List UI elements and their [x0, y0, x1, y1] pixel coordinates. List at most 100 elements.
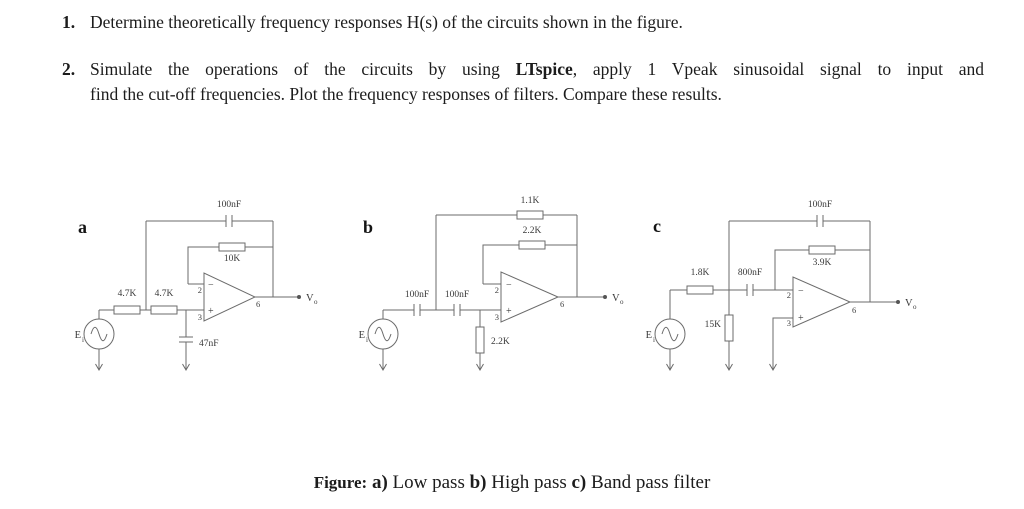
- shunt-cap-value: 47nF: [199, 339, 219, 349]
- source-sub: i: [653, 336, 655, 344]
- task-2-text-part1: Simulate the operations of the circuits …: [90, 59, 516, 79]
- feedback-cap-value: 100nF: [808, 200, 832, 210]
- pin-3-label: 3: [787, 318, 791, 328]
- r1-value: 1.8K: [691, 268, 710, 278]
- opamp-symbol: [500, 271, 560, 323]
- shunt-res-value: 15K: [705, 320, 722, 330]
- plus-sign: +: [506, 306, 512, 317]
- opamp-symbol: [792, 276, 852, 328]
- output-node-dot: [297, 295, 301, 299]
- source-sub: i: [82, 336, 84, 344]
- resistor-symbol: [518, 240, 546, 250]
- ground-icon: [182, 363, 190, 371]
- source-label: E: [75, 330, 81, 341]
- output-node-dot: [603, 295, 607, 299]
- circuit-b: b 1.1K 2.2K 100nF 100nF E i: [359, 196, 624, 371]
- resistor-symbol: [686, 285, 714, 295]
- resistor-symbol: [113, 305, 141, 315]
- series-cap-value: 800nF: [738, 268, 762, 278]
- resistor-symbol: [218, 242, 246, 252]
- feedback-res-value: 3.9K: [813, 258, 832, 268]
- ground-icon: [379, 363, 387, 371]
- inverting-feedback-wire: [187, 246, 273, 285]
- output-label: V: [612, 293, 620, 304]
- caption-c-text: Band pass filter: [591, 472, 711, 493]
- figure-caption: Figure: a) Low pass b) High pass c) Band…: [0, 470, 1024, 496]
- task-1-text: Determine theoretically frequency respon…: [90, 12, 683, 32]
- capacitor-symbol: [816, 215, 824, 227]
- ground-icon: [476, 363, 484, 371]
- r2-value: 4.7K: [155, 289, 174, 299]
- caption-a-text: Low pass: [392, 472, 465, 493]
- resistor-symbol: [808, 245, 836, 255]
- feedback-wire: [145, 220, 274, 310]
- sine-icon: [90, 326, 108, 342]
- ground-icon: [769, 363, 777, 371]
- output-sub: o: [620, 298, 624, 306]
- plus-sign: +: [208, 306, 214, 317]
- feedback-cap-value: 100nF: [217, 200, 241, 210]
- sine-icon: [374, 326, 392, 342]
- circuit-b-label: b: [363, 217, 373, 237]
- sine-icon: [661, 326, 679, 342]
- c2-value: 100nF: [445, 290, 469, 300]
- task-2-line-1: Simulate the operations of the circuits …: [90, 57, 984, 82]
- feedback-res-top-value: 1.1K: [521, 196, 540, 206]
- pin-2-label: 2: [787, 290, 791, 300]
- source-label: E: [359, 330, 365, 341]
- caption-figure-label: Figure:: [313, 473, 368, 492]
- pin-2-label: 2: [495, 285, 499, 295]
- circuit-c-label: c: [653, 216, 661, 236]
- capacitor-symbol: [746, 284, 754, 296]
- output-label: V: [306, 293, 314, 304]
- output-node-dot: [896, 300, 900, 304]
- feedback-res-value: 2.2K: [523, 226, 542, 236]
- capacitor-symbol: [225, 215, 233, 227]
- output-label: V: [905, 298, 913, 309]
- pin-6-label: 6: [852, 305, 856, 315]
- inverting-feedback-wire: [774, 249, 870, 290]
- inverting-feedback-wire: [482, 244, 577, 285]
- caption-b-label: b): [469, 472, 487, 493]
- task-2-ltspice-bold: LTspice: [515, 59, 573, 79]
- resistor-symbol: [516, 210, 544, 220]
- shunt-res-value: 2.2K: [491, 337, 510, 347]
- minus-sign: −: [798, 286, 804, 297]
- pin-6-label: 6: [560, 299, 564, 309]
- task-2-number: 2.: [62, 59, 76, 79]
- resistor-symbol: [724, 314, 734, 342]
- feedback-wire: [728, 220, 871, 302]
- circuit-a: a 100nF 10K 4.7K 4.7K E i: [75, 200, 318, 371]
- caption-c-label: c): [571, 472, 587, 493]
- pin-2-label: 2: [198, 285, 202, 295]
- source-label: E: [646, 330, 652, 341]
- pin-3-label: 3: [495, 312, 499, 322]
- circuits-figure: a 100nF 10K 4.7K 4.7K E i: [75, 196, 917, 371]
- resistor-symbol: [150, 305, 178, 315]
- pin-3-label: 3: [198, 312, 202, 322]
- plus-sign: +: [798, 313, 804, 324]
- source-sub: i: [366, 336, 368, 344]
- minus-sign: −: [208, 280, 214, 291]
- c1-value: 100nF: [405, 290, 429, 300]
- r1-value: 4.7K: [118, 289, 137, 299]
- feedback-wire: [435, 214, 578, 310]
- capacitor-symbol: [413, 304, 461, 316]
- minus-sign: −: [506, 280, 512, 291]
- circuit-c: c 100nF 3.9K 1.8K 800nF E i: [646, 200, 917, 371]
- task-2-text-part2: , apply 1 Vpeak sinusoidal signal to inp…: [572, 59, 984, 79]
- pin-6-label: 6: [256, 299, 260, 309]
- opamp-symbol: [203, 272, 257, 322]
- ground-icon: [666, 363, 674, 371]
- noninv-ground-wire: [772, 317, 793, 369]
- ground-icon: [95, 363, 103, 371]
- output-sub: o: [913, 303, 917, 311]
- task-1-number: 1.: [62, 12, 76, 32]
- ground-icon: [725, 363, 733, 371]
- circuit-a-label: a: [78, 217, 87, 237]
- task-2-line-2: find the cut-off frequencies. Plot the f…: [90, 84, 722, 104]
- feedback-res-value: 10K: [224, 254, 241, 264]
- resistor-symbol: [475, 326, 485, 354]
- output-sub: o: [314, 298, 318, 306]
- caption-b-text: High pass: [491, 472, 567, 493]
